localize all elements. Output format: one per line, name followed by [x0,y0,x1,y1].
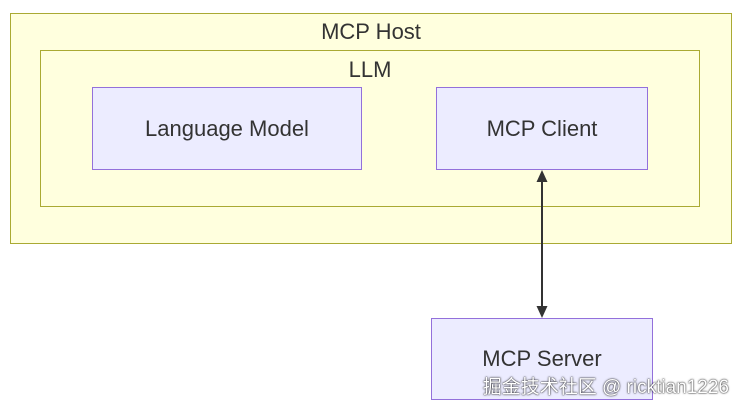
mcp-client-node: MCP Client [436,87,648,170]
watermark: 掘金技术社区 @ ricktian1226 [482,377,729,398]
arrowhead-down-icon [536,306,548,318]
mcp-server-node: MCP Server [431,318,653,400]
llm-label: LLM [348,57,392,82]
mcp-host-label: MCP Host [321,19,421,44]
language-model-node: Language Model [92,87,362,170]
